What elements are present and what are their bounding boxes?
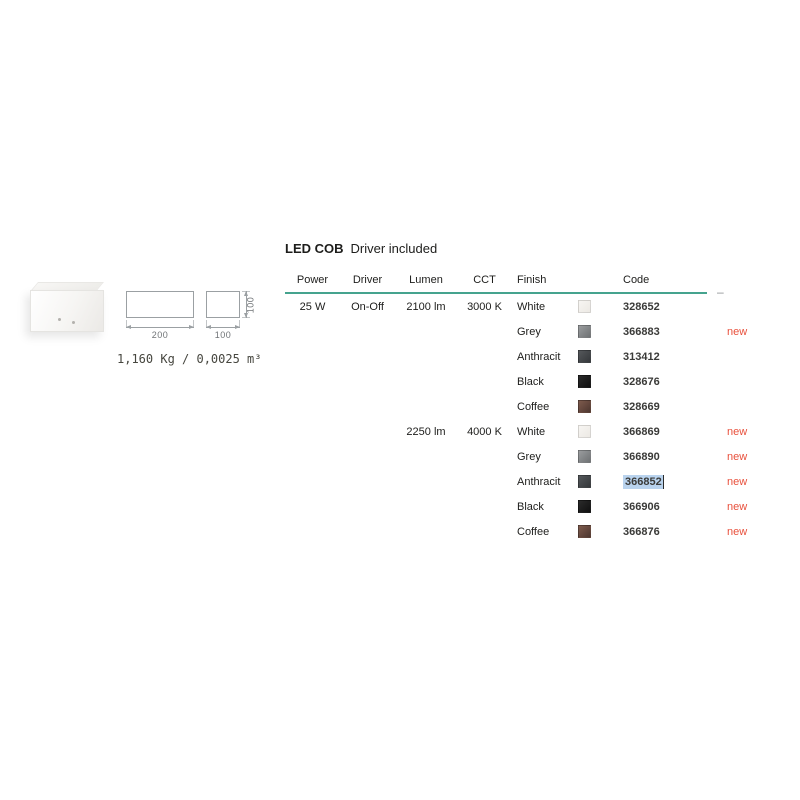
finish-swatch bbox=[578, 425, 602, 438]
table-row: Black 328676 bbox=[285, 369, 755, 394]
product-photo bbox=[14, 276, 104, 336]
finish-cell: Grey bbox=[517, 325, 541, 338]
finish-swatch bbox=[578, 475, 602, 488]
header-code: Code bbox=[623, 274, 650, 286]
table-row: 2250 lm 4000 K White 366869 new bbox=[285, 419, 755, 444]
finish-swatch bbox=[578, 500, 602, 513]
code-cell: 313412 bbox=[623, 350, 660, 363]
driver-cell: On-Off bbox=[351, 300, 384, 313]
product-photo-front-face bbox=[30, 290, 104, 332]
new-badge: new bbox=[727, 450, 748, 463]
new-badge: new bbox=[727, 325, 748, 338]
new-badge: new bbox=[727, 500, 748, 513]
front-view-outline bbox=[126, 291, 194, 318]
table-row: Black 366906 new bbox=[285, 494, 755, 519]
code-cell: 366876 bbox=[623, 525, 660, 538]
header-power: Power bbox=[296, 274, 329, 286]
new-badge: new bbox=[727, 475, 748, 488]
weight-volume-text: 1,160 Kg / 0,0025 m³ bbox=[117, 352, 262, 366]
swatch-color bbox=[578, 450, 591, 463]
finish-cell: Coffee bbox=[517, 525, 550, 538]
spec-table: 25 W On-Off 2100 lm 3000 K White 328652 … bbox=[285, 294, 755, 544]
swatch-color bbox=[578, 300, 591, 313]
swatch-color bbox=[578, 500, 591, 513]
swatch-color bbox=[578, 400, 591, 413]
code-cell: 366906 bbox=[623, 500, 660, 513]
header-driver: Driver bbox=[352, 274, 383, 286]
cct-cell: 3000 K bbox=[467, 300, 502, 313]
swatch-color bbox=[578, 350, 591, 363]
finish-cell: Coffee bbox=[517, 400, 550, 413]
table-row: Coffee 366876 new bbox=[285, 519, 755, 544]
extension-line bbox=[206, 320, 207, 328]
swatch-color bbox=[578, 525, 591, 538]
table-row: Anthracit 313412 bbox=[285, 344, 755, 369]
height-dimension: 100 bbox=[243, 291, 255, 318]
product-led-dot bbox=[58, 318, 61, 321]
table-row: Grey 366890 new bbox=[285, 444, 755, 469]
header-cct: CCT bbox=[473, 274, 496, 286]
code-cell: 328676 bbox=[623, 375, 660, 388]
code-cell: 366869 bbox=[623, 425, 660, 438]
header-dash: – bbox=[717, 285, 724, 299]
new-badge: new bbox=[727, 525, 748, 538]
finish-swatch bbox=[578, 525, 602, 538]
spec-table-header: Power Driver Lumen CCT Finish Code bbox=[285, 272, 755, 288]
finish-cell: Grey bbox=[517, 450, 541, 463]
extension-line bbox=[239, 320, 240, 328]
swatch-color bbox=[578, 375, 591, 388]
cct-cell: 4000 K bbox=[467, 425, 502, 438]
extension-line bbox=[126, 320, 127, 328]
product-title-line: LED COB Driver included bbox=[285, 241, 437, 256]
depth-dimension-label: 100 bbox=[214, 330, 232, 340]
finish-cell: White bbox=[517, 300, 546, 313]
finish-swatch bbox=[578, 450, 602, 463]
code-cell: 366890 bbox=[623, 450, 660, 463]
table-row: Anthracit 366852 new bbox=[285, 469, 755, 494]
table-row: 25 W On-Off 2100 lm 3000 K White 328652 bbox=[285, 294, 755, 319]
depth-dimension: 100 bbox=[206, 324, 240, 340]
new-badge: new bbox=[727, 425, 748, 438]
width-dimension: 200 bbox=[126, 324, 194, 340]
width-dimension-label: 200 bbox=[151, 330, 169, 340]
swatch-color bbox=[578, 325, 591, 338]
side-view-outline bbox=[206, 291, 240, 318]
page-title: LED COB bbox=[285, 241, 344, 256]
code-cell: 328652 bbox=[623, 300, 660, 313]
table-row: Grey 366883 new bbox=[285, 319, 755, 344]
lumen-cell: 2250 lm bbox=[406, 425, 446, 438]
finish-cell: Black bbox=[517, 500, 544, 513]
finish-swatch bbox=[578, 300, 602, 313]
header-finish: Finish bbox=[517, 274, 547, 286]
finish-swatch bbox=[578, 375, 602, 388]
swatch-color bbox=[578, 425, 591, 438]
header-lumen: Lumen bbox=[409, 274, 443, 286]
finish-cell: Anthracit bbox=[517, 350, 561, 363]
table-row: Coffee 328669 bbox=[285, 394, 755, 419]
finish-cell: Black bbox=[517, 375, 544, 388]
product-led-dot bbox=[72, 321, 75, 324]
finish-swatch bbox=[578, 325, 602, 338]
lumen-cell: 2100 lm bbox=[406, 300, 446, 313]
finish-swatch bbox=[578, 400, 602, 413]
header-rule bbox=[285, 292, 707, 294]
finish-cell: Anthracit bbox=[517, 475, 561, 488]
finish-swatch bbox=[578, 350, 602, 363]
page-subtitle: Driver included bbox=[350, 241, 438, 256]
swatch-color bbox=[578, 475, 591, 488]
extension-line bbox=[193, 320, 194, 328]
power-cell: 25 W bbox=[299, 300, 326, 313]
finish-cell: White bbox=[517, 425, 546, 438]
code-cell-selected[interactable]: 366852 bbox=[623, 474, 664, 489]
height-dimension-label: 100 bbox=[245, 296, 256, 313]
code-cell: 366883 bbox=[623, 325, 660, 338]
code-cell: 328669 bbox=[623, 400, 660, 413]
